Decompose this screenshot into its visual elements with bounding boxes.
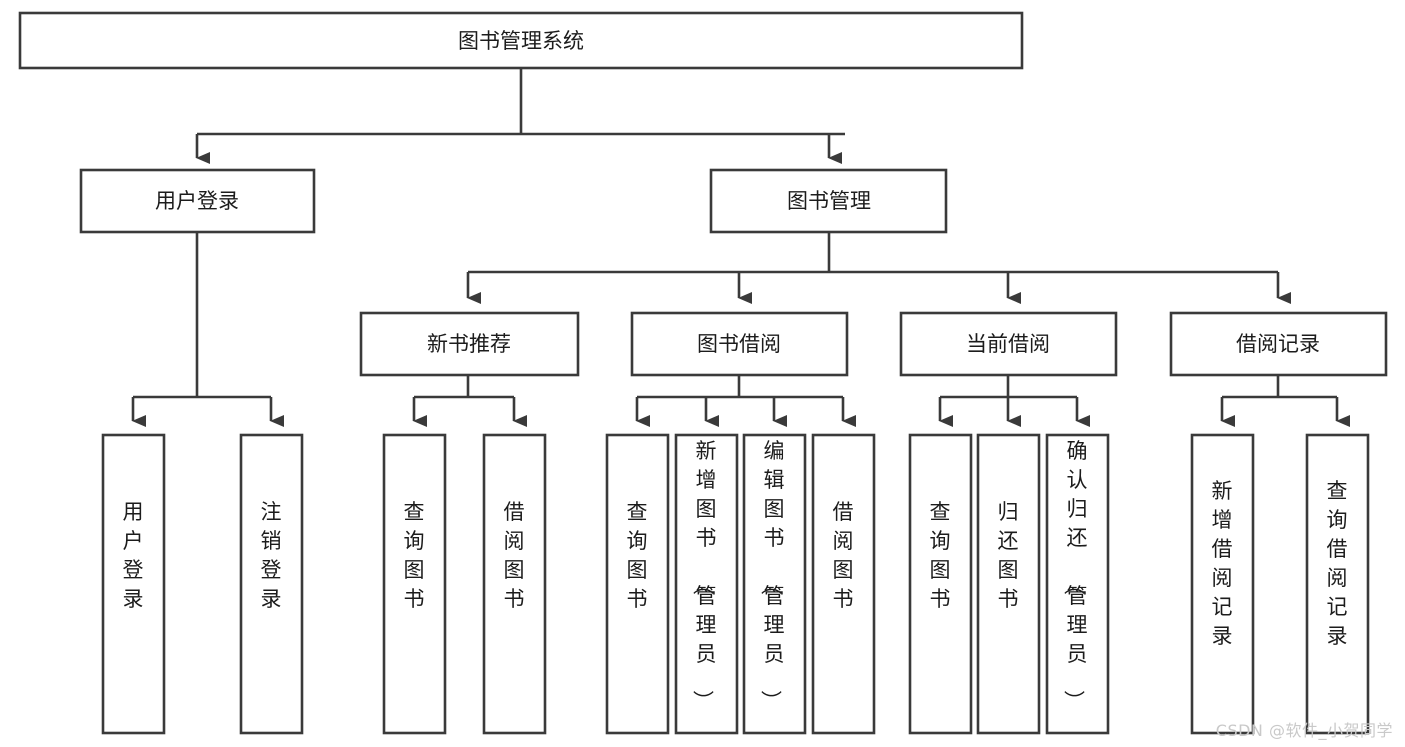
node-new-book-rec-label: 新书推荐 xyxy=(427,332,511,356)
leaf-label: 查询图书 xyxy=(627,500,648,611)
leaf-node[interactable]: 查询图书 xyxy=(382,433,447,735)
node-user-login-label: 用户登录 xyxy=(155,189,239,213)
leaf-label: 查询图书 xyxy=(930,500,951,611)
leaf-node[interactable]: 借阅图书 xyxy=(482,433,547,735)
leaf-node[interactable]: 用户登录 xyxy=(101,433,166,735)
node-root[interactable]: 图书管理系统 xyxy=(18,11,1024,70)
leaf-node[interactable]: 编辑图书（管理员） xyxy=(742,433,807,735)
leaf-box-book-borrow-0[interactable] xyxy=(605,433,670,735)
leaf-box-current-borrow-2[interactable] xyxy=(1045,433,1110,735)
node-current-borrow[interactable]: 当前借阅 xyxy=(899,311,1118,377)
node-borrow-record[interactable]: 借阅记录 xyxy=(1169,311,1388,377)
connectors-book-borrow-to-leaves xyxy=(635,375,856,427)
node-book-borrow-box[interactable] xyxy=(630,311,849,377)
node-root-box[interactable] xyxy=(18,11,1024,70)
leaf-label: 确认归还（管理员） xyxy=(1062,439,1088,711)
node-new-book-rec-box[interactable] xyxy=(359,311,580,377)
leaf-label: 注销登录 xyxy=(261,500,282,611)
leaf-label: 借阅图书 xyxy=(504,500,525,611)
node-book-borrow[interactable]: 图书借阅 xyxy=(630,311,849,377)
leaf-box-user-login-0[interactable] xyxy=(101,433,166,735)
leaf-label: 用户登录 xyxy=(123,500,144,611)
node-book-borrow-label: 图书借阅 xyxy=(697,332,781,356)
connectors-user-login-to-leaves xyxy=(131,232,284,427)
node-user-login[interactable]: 用户登录 xyxy=(79,168,316,234)
leaf-node[interactable]: 查询图书 xyxy=(605,433,670,735)
node-current-borrow-box[interactable] xyxy=(899,311,1118,377)
leaf-node[interactable]: 归还图书 xyxy=(976,433,1041,735)
leaf-box-current-borrow-0[interactable] xyxy=(908,433,973,735)
connectors-root-to-level2 xyxy=(195,68,845,164)
leaf-node[interactable]: 确认归还（管理员） xyxy=(1045,433,1110,735)
node-borrow-record-box[interactable] xyxy=(1169,311,1388,377)
leaf-label: 新增借阅记录 xyxy=(1212,479,1233,648)
connectors-current-borrow-to-leaves xyxy=(938,375,1090,427)
leaf-box-user-login-1[interactable] xyxy=(239,433,304,735)
leaf-node[interactable]: 查询借阅记录 xyxy=(1305,433,1370,735)
leaf-label: 归还图书 xyxy=(998,500,1019,611)
leaf-label: 查询图书 xyxy=(404,500,425,611)
leaf-box-current-borrow-1[interactable] xyxy=(976,433,1041,735)
csdn-watermark: CSDN @软件_小贺同学 xyxy=(1215,721,1393,740)
connectors-borrow-record-to-leaves xyxy=(1220,375,1350,427)
leaf-box-book-borrow-3[interactable] xyxy=(811,433,876,735)
node-current-borrow-label: 当前借阅 xyxy=(966,332,1050,356)
leaf-box-borrow-record-1[interactable] xyxy=(1305,433,1370,735)
leaf-node[interactable]: 新增借阅记录 xyxy=(1190,433,1255,735)
leaf-label: 借阅图书 xyxy=(833,500,854,611)
connectors-book-manage-to-level3 xyxy=(466,232,1291,304)
connectors-new-book-rec-to-leaves xyxy=(412,375,527,427)
node-borrow-record-label: 借阅记录 xyxy=(1236,332,1320,356)
leaf-label: 新增图书（管理员） xyxy=(691,439,717,711)
leaf-box-book-borrow-2[interactable] xyxy=(742,433,807,735)
node-book-manage-label: 图书管理 xyxy=(787,189,871,213)
leaf-label: 查询借阅记录 xyxy=(1327,479,1348,648)
node-root-label: 图书管理系统 xyxy=(458,29,584,53)
node-user-login-box[interactable] xyxy=(79,168,316,234)
leaf-box-new-book-rec-1[interactable] xyxy=(482,433,547,735)
node-book-manage-box[interactable] xyxy=(709,168,948,234)
leaf-node[interactable]: 查询图书 xyxy=(908,433,973,735)
leaf-box-borrow-record-0[interactable] xyxy=(1190,433,1255,735)
leaf-node[interactable]: 新增图书（管理员） xyxy=(674,433,739,735)
node-book-manage[interactable]: 图书管理 xyxy=(709,168,948,234)
leaf-label: 编辑图书（管理员） xyxy=(759,439,785,711)
leaf-box-book-borrow-1[interactable] xyxy=(674,433,739,735)
leaf-node[interactable]: 借阅图书 xyxy=(811,433,876,735)
leaf-box-new-book-rec-0[interactable] xyxy=(382,433,447,735)
leaf-node[interactable]: 注销登录 xyxy=(239,433,304,735)
node-new-book-rec[interactable]: 新书推荐 xyxy=(359,311,580,377)
